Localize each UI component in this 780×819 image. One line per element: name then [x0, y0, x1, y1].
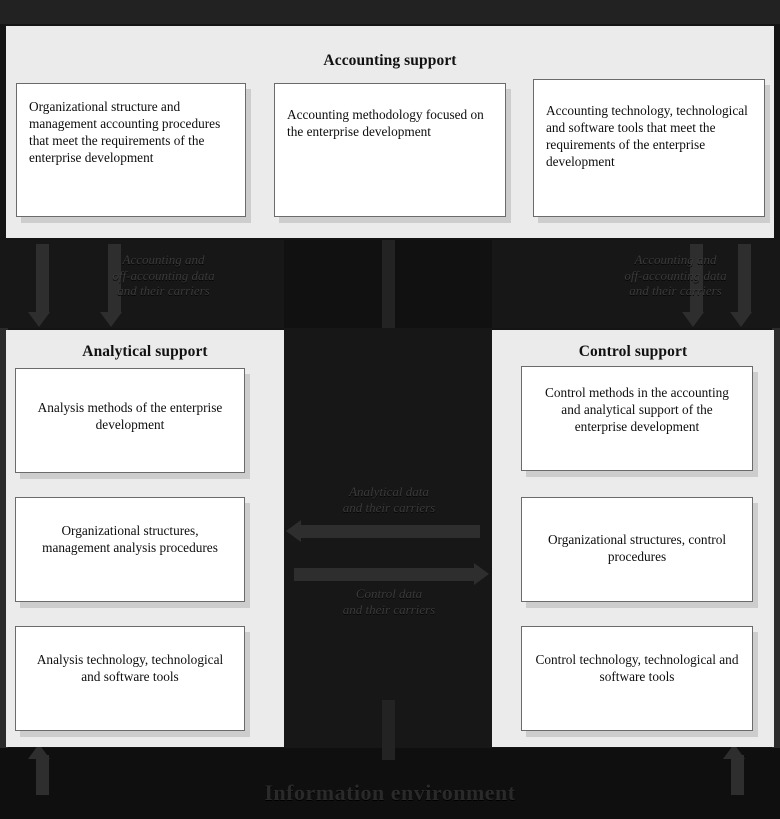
arrow-down-icon: [100, 312, 122, 327]
arrow-left-icon: [286, 520, 301, 542]
accounting-box-1-text: Organizational structure and management …: [29, 99, 221, 166]
analytical-box-1-text: Analysis methods of the enterprise devel…: [37, 400, 223, 433]
accounting-box-methodology: Accounting methodology focused on the en…: [274, 83, 506, 217]
arrow-down-icon: [738, 244, 751, 314]
flow-label-control-data: Control data and their carriers: [342, 586, 436, 617]
control-box-3-text: Control technology, technological and so…: [535, 652, 739, 685]
accounting-box-2-text: Accounting methodology focused on the en…: [287, 107, 484, 140]
arrow-down-icon: [730, 312, 752, 327]
control-box-1-text: Control methods in the accounting and an…: [545, 385, 729, 435]
analytical-box-3-text: Analysis technology, technological and s…: [36, 652, 224, 685]
arrow-down-icon: [108, 244, 121, 314]
control-box-2-text: Organizational structures, control proce…: [547, 532, 727, 565]
analytical-box-org-structures: Organizational structures, management an…: [15, 497, 245, 602]
accounting-box-technology: Accounting technology, technological and…: [533, 79, 765, 217]
analytical-support-heading: Analytical support: [82, 343, 208, 360]
top-dark-band: [0, 0, 780, 24]
accounting-box-3-text: Accounting technology, technological and…: [546, 103, 748, 170]
center-vertical-connector-bottom: [382, 700, 395, 760]
flow-label-accounting-data-left: Accounting and off-accounting data and t…: [112, 252, 215, 299]
flow-label-accounting-data-right: Accounting and off-accounting data and t…: [624, 252, 727, 299]
control-support-heading: Control support: [578, 343, 688, 360]
control-box-org-structures: Organizational structures, control proce…: [521, 497, 753, 602]
information-environment-label: Information environment: [264, 780, 516, 805]
arrow-right-icon: [474, 563, 489, 585]
arrow-down-icon: [682, 312, 704, 327]
right-dark-edge: [772, 328, 780, 748]
control-box-technology: Control technology, technological and so…: [521, 626, 753, 731]
arrow-left-icon: [300, 525, 480, 538]
arrow-down-icon: [690, 244, 703, 314]
arrow-up-icon: [731, 755, 744, 795]
arrow-down-icon: [28, 312, 50, 327]
analytical-box-technology: Analysis technology, technological and s…: [15, 626, 245, 731]
center-dark-column: [284, 328, 492, 748]
accounting-support-heading: Accounting support: [323, 52, 457, 69]
accounting-box-organizational-structure: Organizational structure and management …: [16, 83, 246, 217]
analytical-box-2-text: Organizational structures, management an…: [42, 523, 218, 556]
arrow-up-icon: [723, 744, 745, 759]
control-box-control-methods: Control methods in the accounting and an…: [521, 366, 753, 471]
arrow-right-icon: [294, 568, 474, 581]
flow-label-analytical-data: Analytical data and their carriers: [342, 484, 436, 515]
arrow-down-icon: [36, 244, 49, 314]
analytical-box-analysis-methods: Analysis methods of the enterprise devel…: [15, 368, 245, 473]
center-vertical-connector-top: [382, 240, 395, 328]
arrow-up-icon: [28, 744, 50, 759]
left-dark-edge: [0, 328, 8, 748]
arrow-up-icon: [36, 755, 49, 795]
